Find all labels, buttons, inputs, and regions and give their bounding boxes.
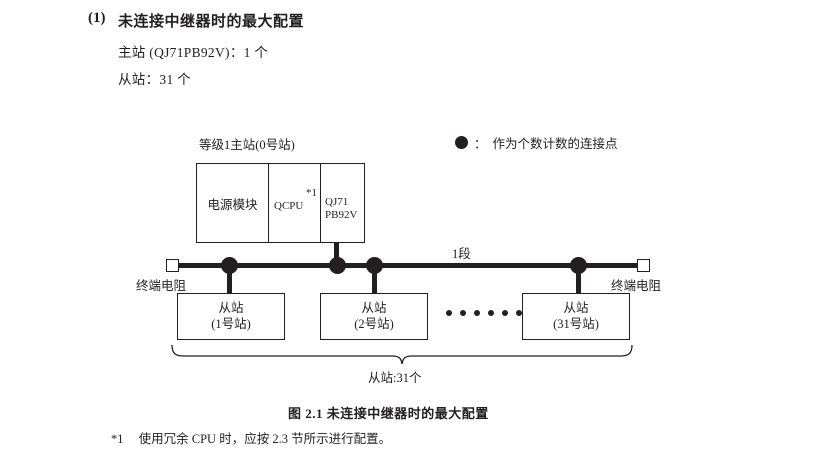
module-rack: 电源模块 QCPU *1 QJ71 PB92V (196, 163, 365, 243)
slave-station-name: 从站 (563, 300, 589, 315)
cpu-module-cell: QCPU *1 (269, 164, 321, 242)
spec-slave-count: 从站：31 个 (118, 72, 191, 87)
slave-station-box: 从站 (1号站) (177, 293, 285, 340)
bus-line (174, 263, 644, 268)
network-module-label-line1: QJ71 (325, 196, 349, 208)
legend: ： 作为个数计数的连接点 (455, 133, 618, 152)
power-module-cell: 电源模块 (197, 164, 269, 242)
footnote: *1 使用冗余 CPU 时，应按 2.3 节所示进行配置。 (111, 428, 391, 447)
figure-caption: 图 2.1 未连接中继器时的最大配置 (288, 406, 489, 421)
page-title: 未连接中继器时的最大配置 (118, 14, 305, 30)
slave-drop-lead (372, 265, 377, 294)
cpu-footnote-marker: *1 (306, 187, 317, 199)
slave-station-box: 从站 (31号站) (522, 293, 630, 340)
slave-station-number: (1号站) (211, 316, 251, 331)
terminator-left-label: 终端电阻 (136, 279, 187, 293)
rack-bus-lead (334, 243, 339, 267)
slave-station-name: 从站 (218, 300, 244, 315)
slave-group-label: 从站:31个 (368, 371, 422, 385)
power-module-label: 电源模块 (207, 197, 258, 212)
spec-master-count: 主站 (QJ71PB92V)：1 个 (118, 45, 269, 60)
segment-label: 1段 (452, 247, 471, 261)
footnote-marker: *1 (111, 432, 124, 446)
filled-circle-icon (455, 136, 468, 149)
slave-station-number: (2号站) (354, 316, 394, 331)
master-station-label: 等级1主站(0号站) (199, 138, 295, 152)
terminator-right-label: 终端电阻 (611, 279, 662, 293)
network-module-label-line2: PB92V (325, 208, 358, 221)
terminator-right-icon (637, 259, 650, 272)
slave-drop-lead (576, 265, 581, 294)
slave-station-number: (31号站) (553, 316, 599, 331)
cpu-label: QCPU (274, 200, 304, 212)
slave-station-box: 从站 (2号站) (320, 293, 428, 340)
slave-group-brace (170, 345, 634, 365)
legend-separator: ： (474, 137, 487, 151)
footnote-text: 使用冗余 CPU 时，应按 2.3 节所示进行配置。 (138, 432, 392, 446)
connection-point-dot (329, 257, 346, 274)
legend-label: 作为个数计数的连接点 (492, 137, 618, 151)
slave-drop-lead (227, 265, 232, 294)
network-module-cell: QJ71 PB92V (321, 164, 364, 242)
slave-station-name: 从站 (361, 300, 387, 315)
heading-number: (1) (88, 10, 106, 26)
terminator-left-icon (166, 259, 179, 272)
ellipsis-icon (446, 310, 522, 316)
